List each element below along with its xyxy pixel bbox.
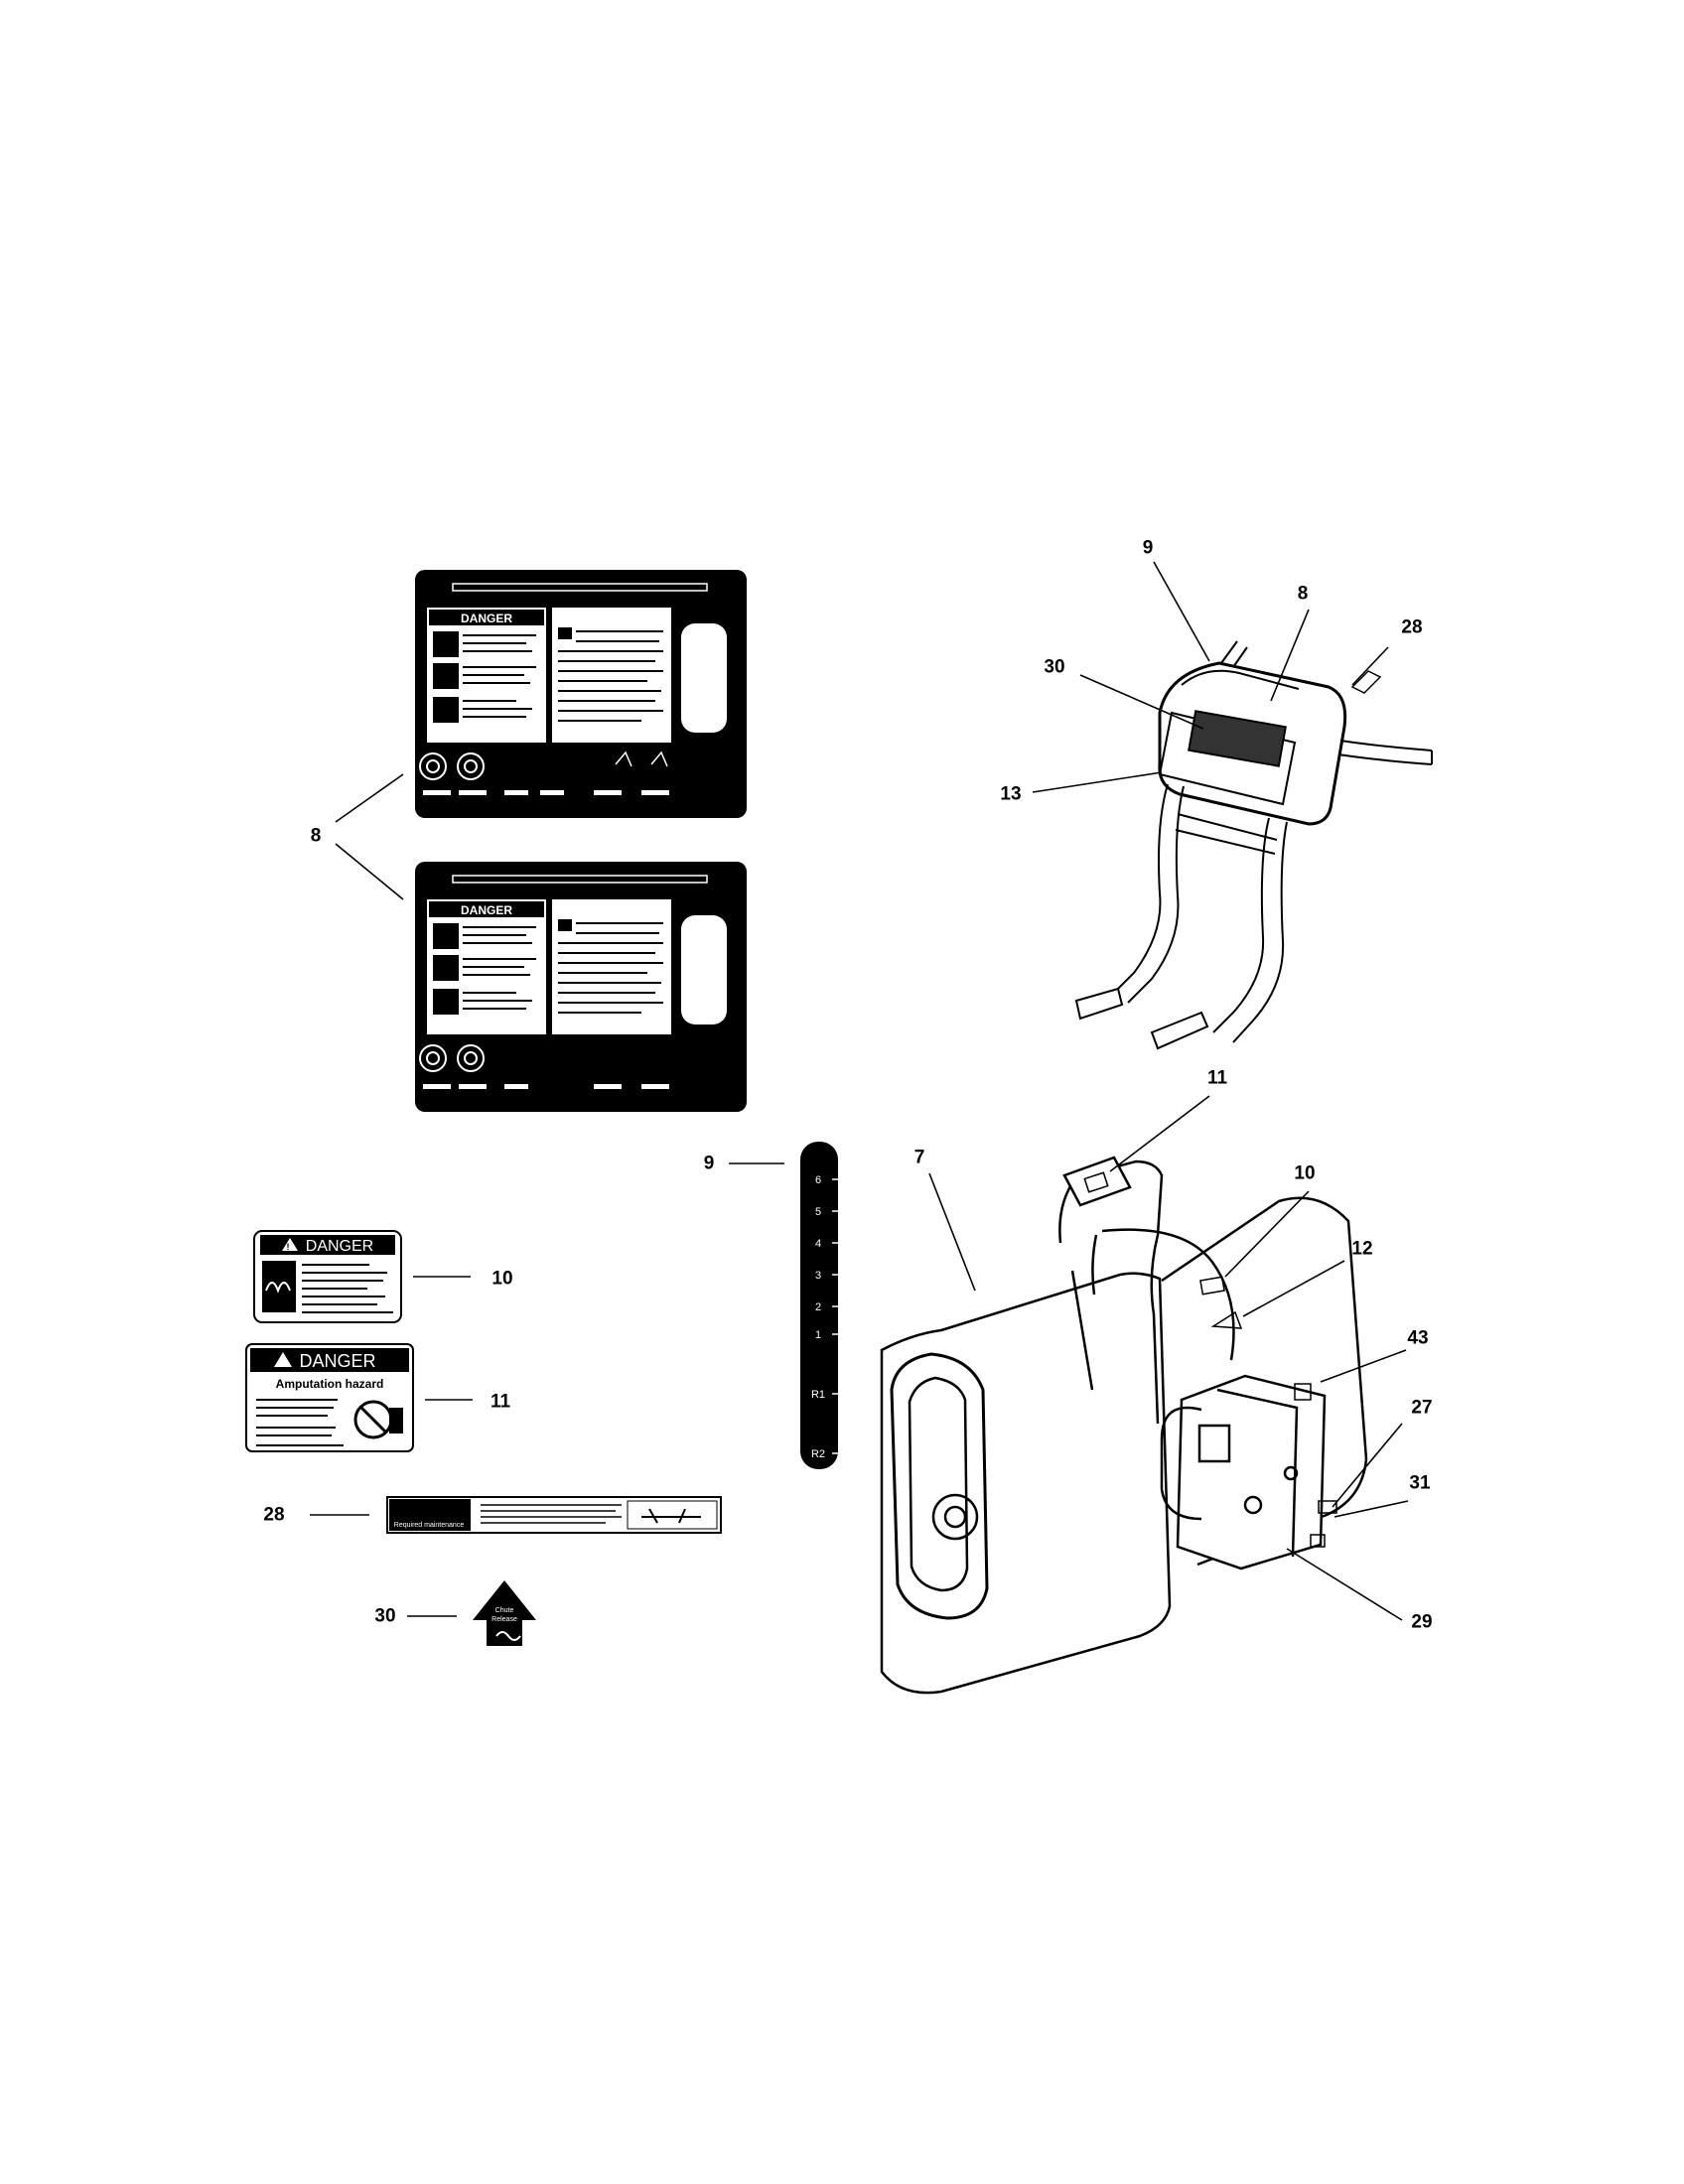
decal-11: DANGER Amputation hazard	[245, 1343, 414, 1452]
speed-mark-3: 3	[815, 1270, 821, 1282]
decal-28: Required maintenance	[386, 1496, 722, 1534]
speed-mark-1: 1	[815, 1329, 821, 1341]
leaders-lower-right	[928, 1095, 1409, 1621]
speed-mark-2: 2	[815, 1301, 821, 1313]
callout-10-right: 10	[1294, 1162, 1316, 1184]
callout-11-top: 11	[1206, 1067, 1228, 1089]
callout-10-left: 10	[491, 1268, 513, 1290]
callout-30-top: 30	[1044, 656, 1065, 678]
speed-mark-4: 4	[815, 1238, 821, 1250]
decal-30-line1: Chute	[495, 1607, 514, 1614]
callout-28-left: 28	[263, 1504, 285, 1526]
speed-mark-5: 5	[815, 1206, 821, 1218]
callout-9-top: 9	[1142, 537, 1154, 559]
decal-8-upper-danger: DANGER	[461, 612, 512, 625]
decal-11-danger: DANGER	[299, 1351, 375, 1371]
decal-30-line2: Release	[491, 1616, 517, 1623]
callout-31: 31	[1409, 1472, 1431, 1494]
speed-mark-6: 6	[815, 1174, 821, 1186]
callout-30-left: 30	[374, 1605, 396, 1627]
decal-30: Chute Release	[473, 1580, 536, 1646]
speed-mark-r1: R1	[811, 1389, 825, 1401]
decal-28-heading: Required maintenance	[394, 1522, 465, 1529]
decal-8-lower: DANGER	[415, 862, 747, 1112]
decal-placements-lower	[1083, 1171, 1337, 1548]
callout-11-left: 11	[490, 1391, 511, 1413]
callout-8-left: 8	[310, 825, 322, 847]
callout-29: 29	[1411, 1611, 1433, 1633]
auger-housing-assembly	[880, 1156, 1368, 1695]
callout-12: 12	[1351, 1238, 1373, 1260]
handle-assembly	[1074, 640, 1433, 1050]
callout-13: 13	[1000, 783, 1022, 805]
callout-28-top: 28	[1401, 616, 1423, 638]
callout-9-mid: 9	[703, 1153, 715, 1174]
decal-8-lower-danger: DANGER	[461, 903, 512, 917]
leader-8-left	[335, 773, 404, 900]
callout-43: 43	[1407, 1327, 1429, 1349]
callout-7: 7	[913, 1147, 925, 1168]
speed-mark-r2: R2	[811, 1448, 825, 1460]
decal-28-placement	[1350, 670, 1382, 694]
decal-10-danger: DANGER	[306, 1238, 373, 1255]
decal-10: ! DANGER	[253, 1230, 402, 1323]
decal-9-strip	[800, 1142, 838, 1469]
svg-text:!: !	[287, 1242, 290, 1252]
callout-8-top: 8	[1297, 583, 1309, 605]
leaders-upper-right	[1032, 561, 1389, 793]
decal-8-upper: DANGER	[415, 570, 747, 818]
decal-11-heading: Amputation hazard	[276, 1377, 384, 1391]
callout-27: 27	[1411, 1397, 1433, 1419]
